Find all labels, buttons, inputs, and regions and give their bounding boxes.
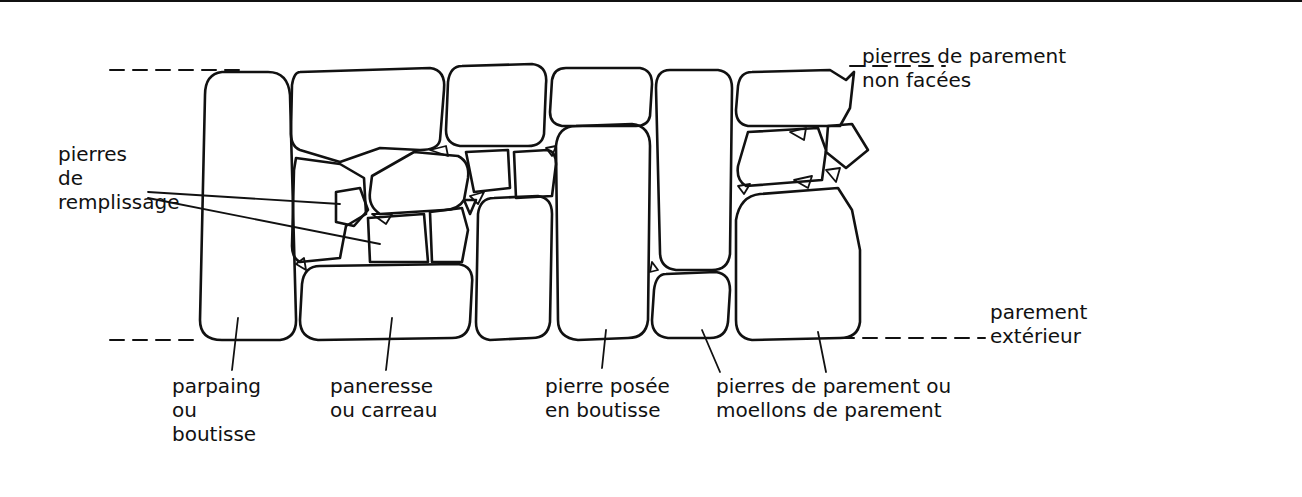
callout-label: pierres de parement ou moellons de parem…	[716, 374, 956, 422]
callout-label: paneresse ou carreau	[330, 374, 440, 422]
callout-label: pierre posée en boutisse	[545, 374, 685, 422]
callout-label: parement extérieur	[990, 300, 1110, 348]
leader-lines	[148, 192, 826, 372]
filling-stones	[296, 128, 840, 272]
top-rule	[0, 0, 1302, 2]
callout-label: parpaing ou boutisse	[172, 374, 272, 446]
callout-label: pierres de remplissage	[58, 142, 146, 214]
callout-label: pierres de parement non facées	[862, 44, 1092, 92]
reference-lines	[110, 66, 985, 340]
